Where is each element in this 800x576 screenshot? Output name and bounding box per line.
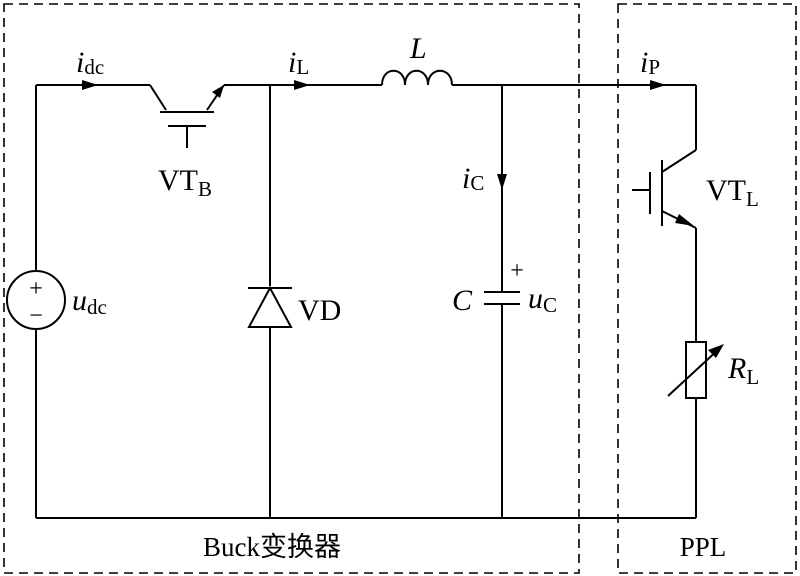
label-iC: iC — [462, 162, 484, 195]
source-minus-sign: − — [29, 303, 43, 329]
buck-converter-caption: Buck变换器 — [203, 532, 341, 562]
rl-variable-arrow-shaft — [667, 347, 721, 397]
label-capacitor-C: C — [452, 284, 473, 317]
label-udc: udc — [72, 284, 107, 319]
ppl-branch — [632, 85, 724, 518]
label-vtl: VTL — [706, 174, 759, 211]
iC-arrow — [497, 174, 507, 190]
iL-arrow — [294, 80, 310, 90]
ppl-caption: PPL — [680, 532, 727, 562]
iP-arrow — [650, 80, 666, 90]
capacitor-plus-sign: + — [510, 258, 524, 284]
label-vtb: VTB — [158, 164, 212, 201]
vtl-emitter-arrow — [675, 214, 694, 226]
dc-source — [6, 85, 66, 518]
transistor-vtb — [160, 85, 224, 148]
vtb-emitter-arrow — [212, 85, 224, 98]
ppl-region — [617, 3, 797, 574]
label-iL: iL — [288, 46, 309, 79]
source-plus-sign: + — [29, 276, 43, 302]
buck-converter-region — [3, 3, 580, 574]
capacitor-C — [484, 85, 520, 518]
label-uC: uC — [528, 282, 557, 317]
diode-vd — [247, 85, 293, 518]
label-vd: VD — [298, 294, 341, 327]
label-inductor-L: L — [409, 32, 427, 65]
label-RL: RL — [727, 352, 759, 389]
inductor-L — [381, 69, 453, 86]
label-idc: idc — [76, 46, 104, 79]
label-iP: iP — [640, 46, 660, 79]
top-rail — [36, 84, 696, 111]
rl-variable-arrow-head — [708, 344, 724, 358]
idc-arrow — [82, 80, 98, 90]
